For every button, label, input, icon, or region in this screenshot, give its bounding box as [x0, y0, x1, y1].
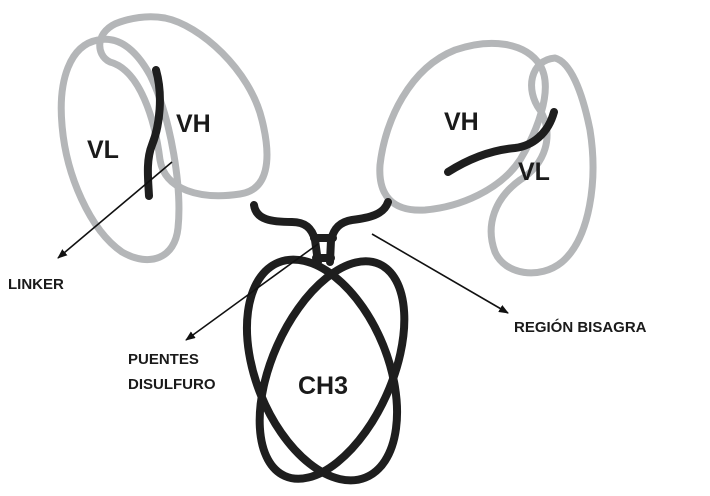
ch3-label: CH3	[298, 372, 348, 400]
vh-left-label: VH	[176, 110, 211, 138]
vh-right-label: VH	[444, 108, 479, 136]
vl-left-label: VL	[87, 136, 119, 164]
puentes-label: PUENTES	[128, 351, 199, 368]
region-bisagra-label: REGIÓN BISAGRA	[514, 318, 647, 336]
disulfide-pointer	[186, 244, 318, 340]
disulfuro-label: DISULFURO	[128, 376, 216, 393]
linker-label: LINKER	[8, 276, 64, 293]
hinge-left-arm	[254, 205, 318, 262]
hinge-right-arm	[330, 202, 388, 262]
vl-right-label: VL	[518, 158, 550, 186]
